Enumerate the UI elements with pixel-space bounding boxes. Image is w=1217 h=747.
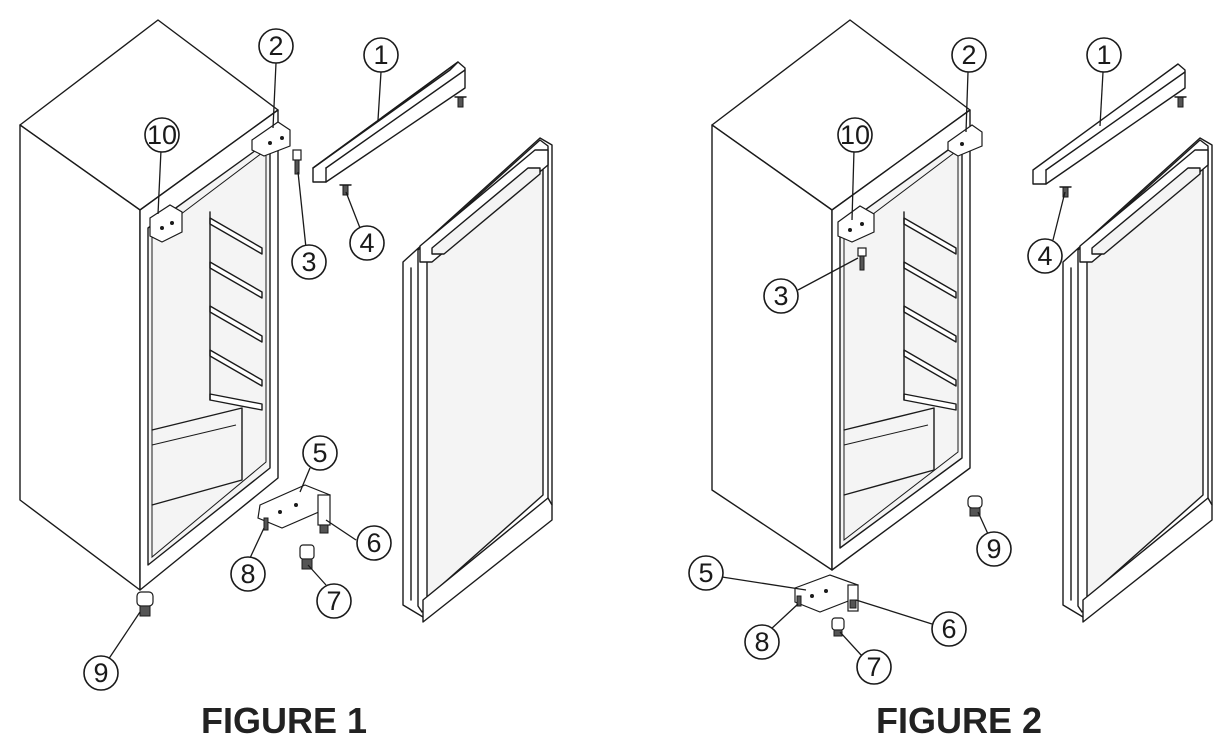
- callout-1: 1: [363, 37, 399, 73]
- callout-3: 3: [763, 278, 799, 314]
- hinge-pin: [292, 149, 302, 175]
- svg-text:9: 9: [93, 658, 108, 688]
- callout-1: 1: [1086, 37, 1122, 73]
- adjustable-foot-7: [299, 544, 315, 570]
- door-handle: [1079, 149, 1209, 263]
- figure-2: 1 2 3 4 5 6 7 8 9 10: [688, 19, 1213, 685]
- cabinet-shelves: [209, 211, 263, 411]
- callout-10: 10: [144, 117, 180, 153]
- callout-8: 8: [230, 556, 266, 592]
- cabinet-body: [19, 19, 279, 591]
- door-panel: [1062, 137, 1213, 623]
- callout-5: 5: [688, 555, 724, 591]
- callout-6: 6: [931, 611, 967, 647]
- hinge-cover: [837, 205, 875, 243]
- figure-1-caption: FIGURE 1: [200, 700, 368, 741]
- door-handle: [419, 149, 549, 263]
- svg-text:4: 4: [1037, 241, 1052, 271]
- callout-8: 8: [744, 624, 780, 660]
- figure-1: 1 2 3 4 5 6 7 8 9 10: [19, 19, 553, 691]
- leader-lines: [721, 71, 1104, 657]
- svg-text:2: 2: [961, 40, 976, 70]
- crisper-drawer: [843, 407, 935, 496]
- callout-5: 5: [302, 435, 338, 471]
- callout-7: 7: [316, 583, 352, 619]
- callout-2: 2: [258, 28, 294, 64]
- crisper-drawer: [151, 407, 243, 506]
- callout-7: 7: [856, 649, 892, 685]
- svg-text:6: 6: [366, 528, 381, 558]
- trim-screws: [1059, 96, 1187, 198]
- callout-9: 9: [976, 531, 1012, 567]
- leader-lines: [107, 62, 382, 661]
- svg-text:8: 8: [240, 559, 255, 589]
- top-hinge-bracket: [251, 121, 291, 157]
- bottom-pin: [263, 517, 269, 531]
- bottom-hinge-bracket: [794, 574, 859, 613]
- svg-text:10: 10: [147, 120, 177, 150]
- svg-text:3: 3: [301, 247, 316, 277]
- svg-text:8: 8: [754, 627, 769, 657]
- cabinet-shelves: [903, 211, 957, 411]
- svg-text:5: 5: [312, 438, 327, 468]
- callout-9: 9: [83, 655, 119, 691]
- figure-2-caption: FIGURE 2: [875, 700, 1043, 741]
- top-trim-cap: [312, 61, 466, 183]
- svg-text:3: 3: [773, 281, 788, 311]
- svg-text:5: 5: [698, 558, 713, 588]
- hinge-cover: [149, 204, 183, 243]
- cabinet-body: [711, 19, 971, 571]
- callout-4: 4: [349, 225, 385, 261]
- bottom-hinge-bracket: [257, 484, 331, 534]
- svg-text:9: 9: [986, 534, 1001, 564]
- callout-10: 10: [837, 117, 873, 153]
- svg-text:7: 7: [326, 586, 341, 616]
- svg-text:1: 1: [373, 40, 388, 70]
- svg-text:10: 10: [840, 120, 870, 150]
- svg-text:1: 1: [1096, 40, 1111, 70]
- top-hinge-bracket: [947, 124, 983, 157]
- svg-text:2: 2: [268, 31, 283, 61]
- svg-text:7: 7: [866, 652, 881, 682]
- trim-screws: [339, 96, 467, 196]
- adjustable-foot-9: [136, 591, 154, 617]
- door-panel: [402, 137, 553, 623]
- svg-text:4: 4: [359, 228, 374, 258]
- svg-text:6: 6: [941, 614, 956, 644]
- callout-3: 3: [291, 244, 327, 280]
- bottom-pin: [796, 595, 802, 607]
- top-trim-cap: [1032, 63, 1186, 185]
- adjustable-foot-9: [967, 495, 983, 517]
- callout-6: 6: [356, 525, 392, 561]
- adjustable-foot-7: [831, 617, 845, 637]
- hinge-pin: [857, 247, 867, 271]
- callout-4: 4: [1027, 238, 1063, 274]
- callout-2: 2: [951, 37, 987, 73]
